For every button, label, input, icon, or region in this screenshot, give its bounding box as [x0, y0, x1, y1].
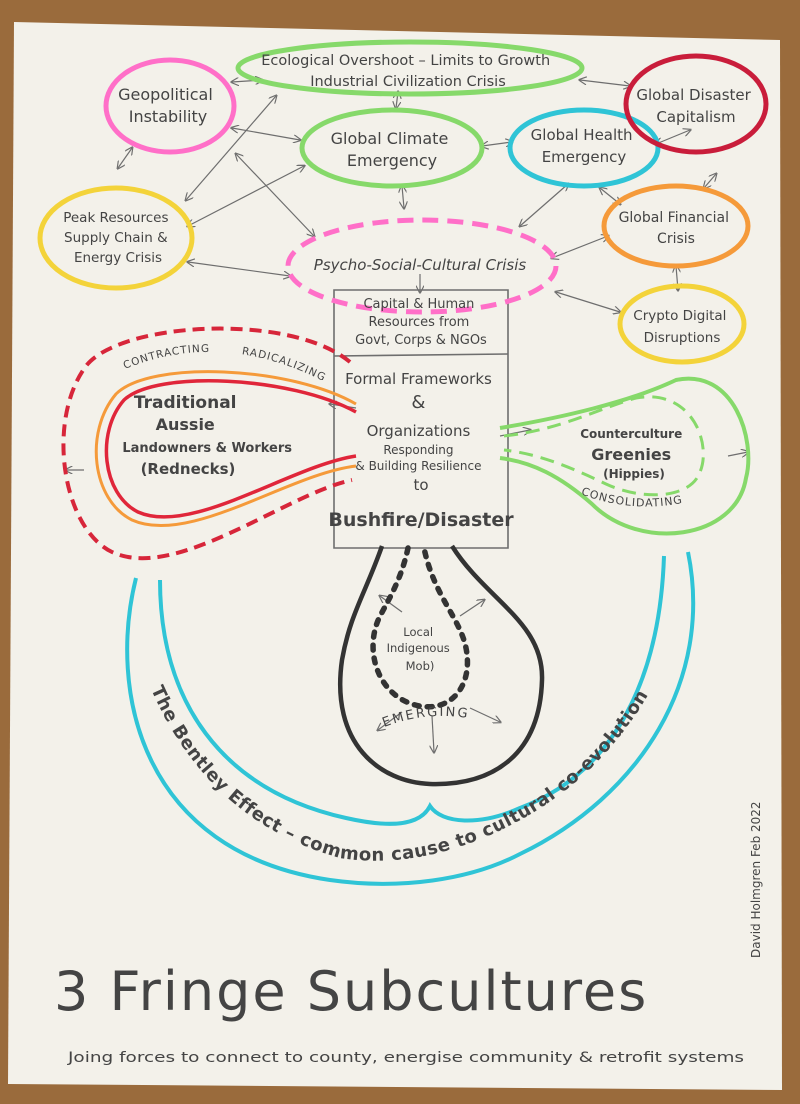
global-health-label: Global Health Emergency — [531, 126, 638, 166]
rednecks-mid-bulb — [94, 370, 357, 527]
emerging-bulb — [338, 544, 545, 787]
ecological-overshoot-node — [235, 39, 585, 97]
indigenous-label: Local Indigenous Mob) — [387, 625, 454, 673]
connector-arrow — [380, 596, 403, 613]
connector-arrow — [580, 80, 630, 86]
hippies-label: Counterculture Greenies (Hippies) — [580, 423, 688, 481]
connector-arrow — [482, 142, 512, 146]
page-title: 3 Fringe Subcultures — [54, 960, 648, 1023]
connector-arrow — [469, 707, 500, 722]
geopolitical-instability-label: Geopolitical Instability — [118, 85, 218, 126]
connector-arrow — [378, 711, 403, 730]
connector-arrow — [459, 600, 484, 617]
hippies-outer-bulb — [499, 376, 751, 536]
global-climate-label: Global Climate Emergency — [331, 129, 454, 170]
global-disaster-capitalism-label: Global Disaster Capitalism — [636, 86, 755, 126]
crypto-digital-label: Crypto Digital Disruptions — [633, 308, 730, 346]
connector-arrow — [236, 154, 314, 236]
connector-arrow — [432, 715, 434, 752]
global-health-node — [507, 107, 661, 189]
rednecks-outer-bulb — [61, 326, 353, 561]
connector-arrow — [656, 130, 690, 144]
connector-arrow — [556, 292, 620, 312]
capital-resources-label: Capital & Human Resources from Govt, Cor… — [355, 297, 487, 348]
geopolitical-instability-node — [103, 57, 237, 155]
psycho-social-cultural-node — [285, 217, 559, 315]
psycho-social-cultural-label: Psycho-Social-Cultural Crisis — [314, 256, 527, 274]
connector-arrow — [188, 262, 290, 276]
connector-arrow — [704, 174, 716, 188]
rednecks-label: Traditional Aussie Landowners & Workers … — [122, 393, 297, 478]
connector-arrow — [118, 148, 132, 168]
bushfire-disaster-label: Bushfire/Disaster — [328, 509, 514, 531]
rednecks-inner-bulb — [104, 379, 357, 519]
crypto-digital-node — [617, 283, 747, 365]
connector-arrow — [727, 452, 748, 456]
connector-arrow — [520, 184, 568, 226]
connector-arrow — [552, 236, 608, 258]
peak-resources-node — [37, 185, 195, 291]
signature: David Holmgren Feb 2022 — [749, 801, 763, 958]
formal-frameworks-label: Formal Frameworks & Organizations Respon… — [345, 369, 497, 494]
bentley-outer-u — [125, 551, 696, 886]
global-financial-node — [601, 183, 751, 269]
paper-sheet — [8, 22, 782, 1090]
subtitle: Joing forces to connect to county, energ… — [67, 1050, 744, 1066]
indigenous-dotted-bulb — [370, 545, 471, 710]
connector-arrow — [186, 96, 276, 200]
peak-resources-label: Peak Resources Supply Chain & Energy Cri… — [63, 210, 173, 266]
global-financial-label: Global Financial Crisis — [619, 210, 734, 247]
bentley-inner-u — [158, 555, 666, 826]
connector-arrow — [402, 186, 404, 208]
global-disaster-capitalism-node — [623, 53, 769, 155]
hippies-inner-bulb — [503, 395, 705, 497]
global-climate-node — [299, 107, 485, 189]
ecological-overshoot-label: Ecological Overshoot – Limits to Growth … — [261, 53, 555, 90]
